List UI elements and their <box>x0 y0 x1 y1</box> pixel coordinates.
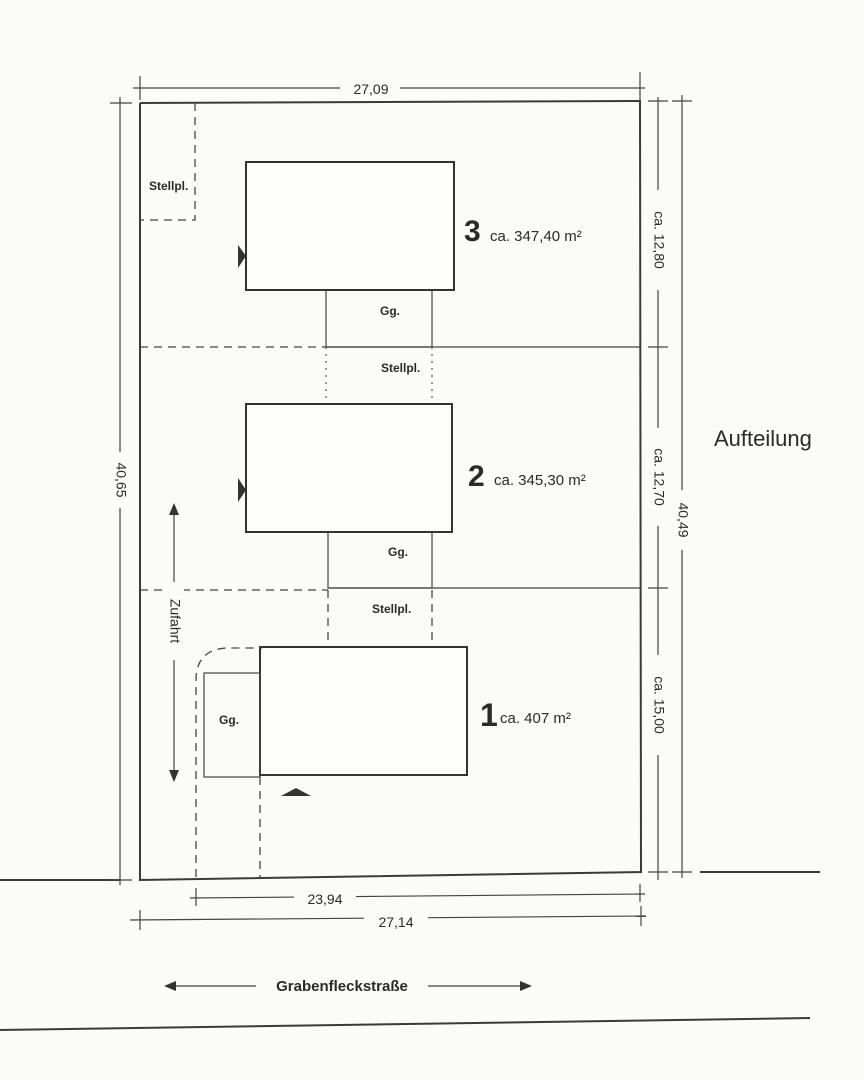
dim-top-bg <box>340 78 400 98</box>
dim-bottom-inner-bg <box>294 888 356 908</box>
dim-plot3-bg <box>648 190 668 290</box>
plot-2-parking: Stellpl. <box>381 361 420 375</box>
zufahrt-label-bg <box>164 582 184 660</box>
house-1 <box>259 646 468 776</box>
dim-left-bg <box>110 452 130 508</box>
garage-1 <box>203 672 261 778</box>
parking-area-plot3 <box>140 103 196 221</box>
house-3 <box>245 161 455 291</box>
plot-2-number: 2 <box>468 460 485 493</box>
plot-1-area: ca. 407 m² <box>500 710 571 727</box>
entrance-marker-3 <box>238 245 246 268</box>
dim-plot1-bg <box>648 655 668 755</box>
dim-right-outer-bg <box>672 490 692 550</box>
garage-3 <box>325 290 433 348</box>
plot-2-garage: Gg. <box>388 545 408 559</box>
dim-bottom-total-label: 27,14 <box>378 914 413 930</box>
garage-2 <box>327 532 433 589</box>
plot-3-garage: Gg. <box>380 304 400 318</box>
plot-1-garage: Gg. <box>219 713 239 727</box>
property-boundary <box>139 99 643 882</box>
street-label: Grabenfleckstraße <box>276 978 408 995</box>
street-bottom-line <box>0 1017 811 1031</box>
dim-plot2-bg <box>648 428 668 526</box>
driveway-arrow-up <box>169 503 179 515</box>
dim-top-label: 27,09 <box>353 81 388 97</box>
dim-left-label: 40,65 <box>113 462 129 497</box>
dim-plot1-label: ca. 15,00 <box>651 676 667 734</box>
plot-3-parking: Stellpl. <box>149 179 188 193</box>
plot-1-parking: Stellpl. <box>372 602 411 616</box>
plot-1-number: 1 <box>480 697 498 733</box>
street-arrow-left <box>164 981 176 991</box>
dim-bottom-inner-line <box>189 893 646 899</box>
street-label-bg <box>256 974 428 996</box>
house-2 <box>245 403 453 533</box>
driveway-arrow-down <box>169 770 179 782</box>
driveway-curve <box>195 647 262 877</box>
plot-3-number: 3 <box>464 215 481 248</box>
plot-3-area: ca. 347,40 m² <box>490 228 582 245</box>
page-heading: Aufteilung <box>714 426 812 451</box>
dim-bottom-total-bg <box>364 910 428 932</box>
dim-plot2-label: ca. 12,70 <box>651 448 667 506</box>
plot-2-area: ca. 345,30 m² <box>494 472 586 489</box>
zufahrt-label: Zufahrt <box>167 599 183 643</box>
entrance-marker-2 <box>238 478 246 502</box>
dim-right-outer-label: 40,49 <box>675 502 691 537</box>
dim-bottom-inner-label: 23,94 <box>307 891 342 907</box>
dim-plot3-label: ca. 12,80 <box>651 211 667 269</box>
street-arrow-right <box>520 981 532 991</box>
entrance-marker-1 <box>281 788 311 796</box>
